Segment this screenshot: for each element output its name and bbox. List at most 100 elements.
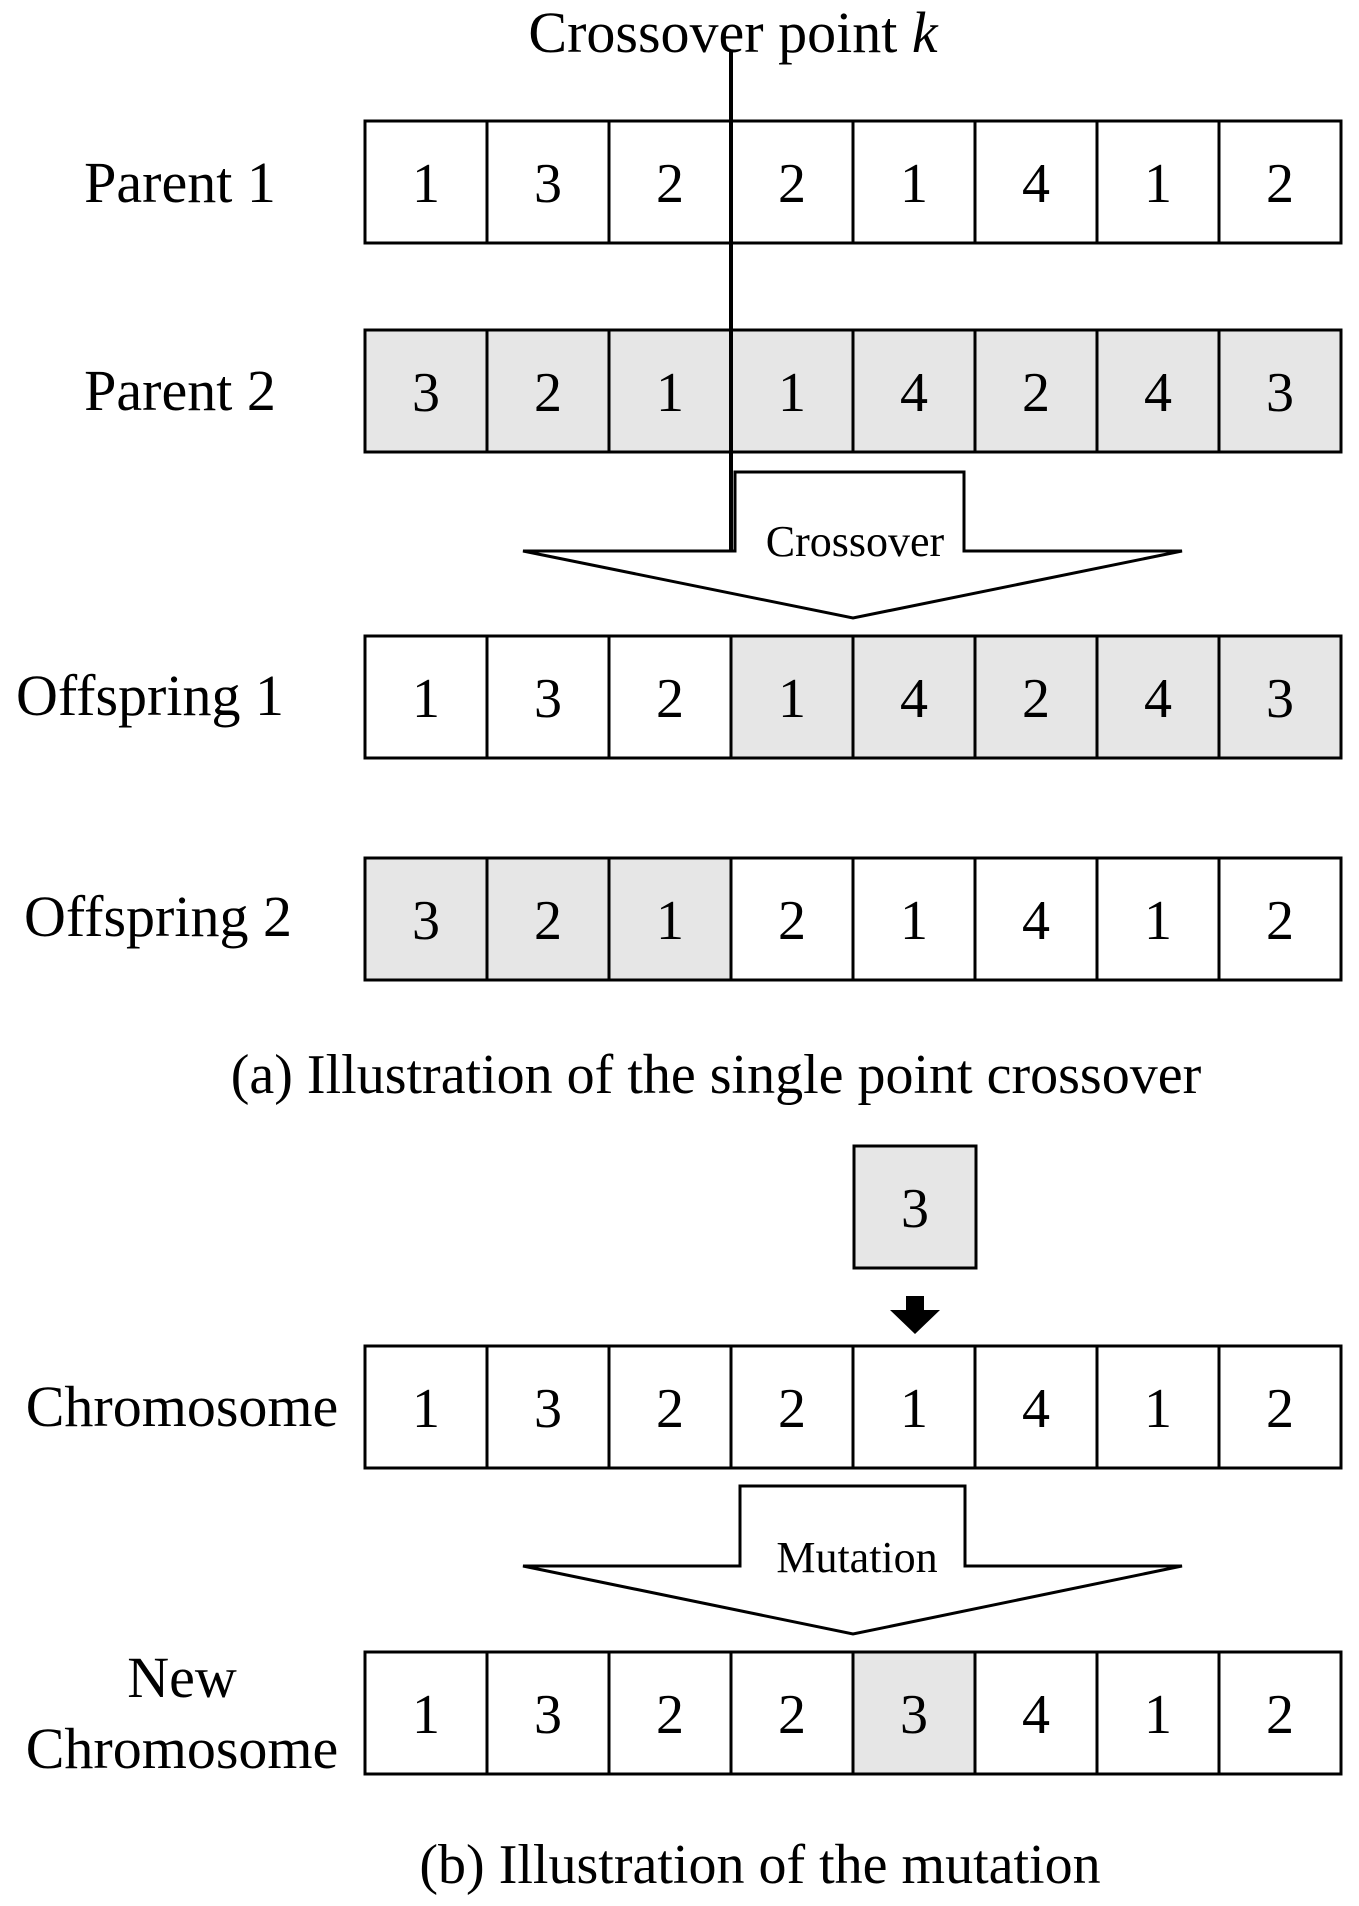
- gene-value: 2: [778, 1378, 806, 1440]
- gene-cell: [729, 1344, 855, 1470]
- gene-cell: [363, 634, 489, 760]
- gene-value: 4: [1022, 1378, 1050, 1440]
- row-label-chromosome: Chromosome: [26, 1374, 339, 1439]
- gene-value: 3: [412, 362, 440, 424]
- gene-cell: [973, 119, 1099, 245]
- gene-value: 3: [1266, 668, 1294, 730]
- gene-value: 1: [412, 668, 440, 730]
- gene-value: 1: [900, 153, 928, 215]
- gene-value: 1: [778, 668, 806, 730]
- gene-value: 2: [656, 668, 684, 730]
- gene-value: 2: [778, 1684, 806, 1746]
- gene-cell: [485, 328, 611, 454]
- gene-cell: [973, 1344, 1099, 1470]
- gene-cell: [1095, 634, 1221, 760]
- gene-value: 2: [1266, 1684, 1294, 1746]
- gene-value: 2: [656, 1378, 684, 1440]
- row-label-parent-2: Parent 2: [84, 358, 276, 423]
- gene-value: 2: [778, 890, 806, 952]
- gene-value: 1: [1144, 1378, 1172, 1440]
- gene-cell: [1095, 119, 1221, 245]
- gene-value: 2: [1266, 153, 1294, 215]
- new-gene-value: 3: [901, 1178, 929, 1240]
- gene-cell: [607, 119, 733, 245]
- gene-value: 2: [534, 362, 562, 424]
- gene-cell: [485, 1650, 611, 1776]
- gene-value: 1: [656, 890, 684, 952]
- gene-value: 1: [412, 1378, 440, 1440]
- gene-value: 3: [900, 1684, 928, 1746]
- gene-cell: [607, 634, 733, 760]
- gene-value: 3: [534, 668, 562, 730]
- gene-cell: [729, 1650, 855, 1776]
- row-label-parent-1: Parent 1: [84, 150, 276, 215]
- gene-cell: [973, 328, 1099, 454]
- gene-cell: [729, 328, 855, 454]
- gene-cell: [851, 1344, 977, 1470]
- gene-value: 3: [412, 890, 440, 952]
- caption-crossover: (a) Illustration of the single point cro…: [231, 1044, 1202, 1106]
- gene-cell: [607, 856, 733, 982]
- gene-cell: [363, 328, 489, 454]
- gene-cell: [1217, 328, 1343, 454]
- gene-value: 3: [534, 1684, 562, 1746]
- gene-cell: [851, 634, 977, 760]
- crossover-point-variable: k: [912, 0, 939, 65]
- gene-cell: [851, 1650, 977, 1776]
- gene-value: 4: [900, 668, 928, 730]
- gene-value: 4: [900, 362, 928, 424]
- gene-cell: [973, 1650, 1099, 1776]
- gene-value: 2: [656, 153, 684, 215]
- gene-cell: [729, 856, 855, 982]
- gene-cell: [1217, 119, 1343, 245]
- gene-value: 1: [1144, 1684, 1172, 1746]
- gene-value: 2: [656, 1684, 684, 1746]
- crossover-arrow: [522, 470, 1183, 620]
- down-arrow-icon: [890, 1296, 940, 1334]
- row-label-offspring-1: Offspring 1: [16, 663, 284, 728]
- gene-cell: [607, 1650, 733, 1776]
- gene-cell: [851, 328, 977, 454]
- gene-value: 2: [778, 153, 806, 215]
- gene-cell: [485, 1344, 611, 1470]
- chromosome-row-offspring-1: 1 3 2 1 4 2 4 3: [363, 634, 1343, 760]
- gene-value: 1: [412, 153, 440, 215]
- gene-value: 2: [1266, 890, 1294, 952]
- gene-cell: [1217, 1344, 1343, 1470]
- gene-cell: [1217, 856, 1343, 982]
- new-gene-box: [852, 1144, 978, 1270]
- row-label-new-chromosome-line2: Chromosome: [26, 1716, 339, 1781]
- gene-value: 4: [1144, 668, 1172, 730]
- gene-cell: [973, 634, 1099, 760]
- chromosome-row-offspring-2: 3 2 1 2 1 4 1 2: [363, 856, 1343, 982]
- gene-cell: [1095, 856, 1221, 982]
- gene-cell: [729, 634, 855, 760]
- gene-value: 4: [1022, 1684, 1050, 1746]
- gene-value: 4: [1144, 362, 1172, 424]
- gene-value: 1: [778, 362, 806, 424]
- gene-cell: [1095, 1650, 1221, 1776]
- gene-value: 1: [1144, 153, 1172, 215]
- gene-value: 1: [412, 1684, 440, 1746]
- gene-value: 4: [1022, 890, 1050, 952]
- caption-mutation: (b) Illustration of the mutation: [419, 1834, 1100, 1896]
- gene-value: 2: [534, 890, 562, 952]
- gene-value: 1: [656, 362, 684, 424]
- gene-value: 1: [900, 1378, 928, 1440]
- row-label-offspring-2: Offspring 2: [24, 884, 292, 949]
- gene-value: 1: [900, 890, 928, 952]
- mutation-arrow: [522, 1484, 1183, 1636]
- gene-cell: [363, 119, 489, 245]
- gene-value: 4: [1022, 153, 1050, 215]
- gene-value: 1: [1144, 890, 1172, 952]
- gene-cell: [1217, 1650, 1343, 1776]
- gene-value: 2: [1022, 668, 1050, 730]
- gene-value: 2: [1266, 1378, 1294, 1440]
- gene-value: 3: [1266, 362, 1294, 424]
- gene-cell: [485, 119, 611, 245]
- crossover-arrow-label: Crossover: [766, 517, 945, 566]
